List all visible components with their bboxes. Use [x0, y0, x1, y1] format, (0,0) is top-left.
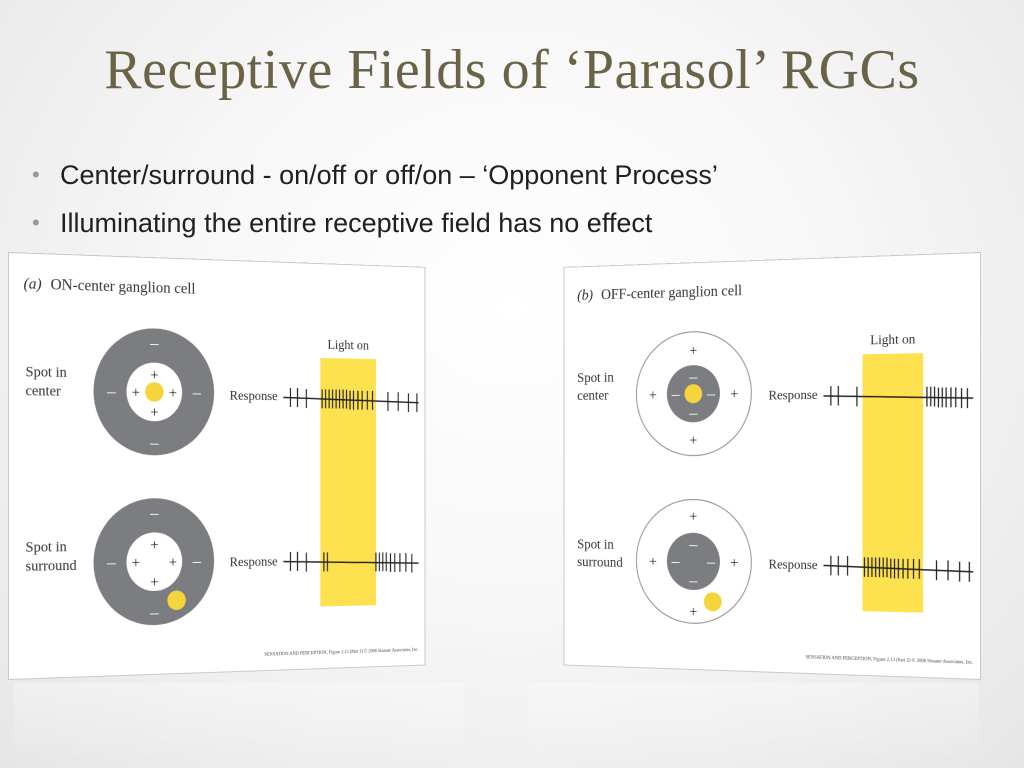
bullet-text: Center/surround - on/off or off/on – ‘Op… [60, 160, 718, 190]
minus-sign: – [688, 571, 697, 590]
plus-sign: + [689, 604, 697, 621]
plus-sign: + [730, 386, 738, 403]
row-label-line2: center [25, 383, 60, 400]
figure-off-center: (b) OFF-center ganglion cell Light on Sp… [564, 252, 981, 685]
plus-sign: + [649, 553, 657, 570]
bullet-item: • Illuminating the entire receptive field… [30, 203, 718, 251]
light-on-label: Light on [327, 337, 369, 352]
bullet-dot-icon: • [32, 203, 40, 243]
plus-sign: + [132, 385, 141, 402]
row-label-line2: center [577, 388, 608, 404]
minus-sign: – [192, 551, 201, 571]
minus-sign: – [688, 535, 697, 554]
plus-sign: + [150, 367, 158, 384]
response-label: Response [769, 556, 818, 572]
row-label-line2: surround [25, 558, 77, 575]
minus-sign: – [706, 552, 715, 571]
minus-sign: – [688, 403, 697, 422]
plus-sign: + [132, 555, 141, 572]
slide-title: Receptive Fields of ‘Parasol’ RGCs [0, 38, 1024, 102]
plus-sign: + [649, 387, 657, 404]
minus-sign: – [149, 602, 158, 622]
response-label: Response [230, 554, 278, 569]
plus-sign: + [689, 432, 697, 449]
bullet-list: • Center/surround - on/off or off/on – ‘O… [30, 155, 718, 251]
plus-sign: + [730, 555, 738, 572]
figure-on-center: (a) ON-center ganglion cell Light on Spo… [8, 252, 425, 685]
minus-sign: – [106, 381, 116, 401]
response-label: Response [230, 388, 278, 403]
row-label-line1: Spot in [577, 537, 614, 553]
minus-sign: – [688, 367, 697, 386]
row-label-line1: Spot in [25, 539, 67, 556]
minus-sign: – [106, 552, 116, 572]
panel-letter: (b) [577, 287, 593, 304]
light-on-label: Light on [870, 331, 916, 348]
plus-sign: + [169, 554, 177, 571]
bullet-dot-icon: • [32, 155, 40, 195]
minus-sign: – [671, 552, 680, 571]
panel-letter: (a) [24, 275, 42, 293]
row-label-line1: Spot in [25, 364, 67, 381]
row-label-line1: Spot in [577, 370, 614, 386]
minus-sign: – [149, 333, 158, 353]
row-label-line2: surround [577, 554, 623, 571]
plus-sign: + [150, 404, 158, 421]
figure-reflection [529, 683, 979, 768]
plus-sign: + [689, 343, 697, 360]
plus-sign: + [689, 508, 697, 525]
minus-sign: – [706, 384, 715, 403]
response-label: Response [769, 387, 818, 403]
minus-sign: – [671, 385, 680, 404]
plus-sign: + [150, 574, 158, 591]
minus-sign: – [192, 382, 201, 402]
bullet-item: • Center/surround - on/off or off/on – ‘O… [30, 155, 718, 203]
figure-reflection [14, 683, 464, 768]
minus-sign: – [149, 503, 158, 523]
plus-sign: + [169, 385, 177, 402]
bullet-text: Illuminating the entire receptive field … [60, 208, 652, 238]
minus-sign: – [149, 433, 158, 453]
plus-sign: + [150, 537, 158, 554]
